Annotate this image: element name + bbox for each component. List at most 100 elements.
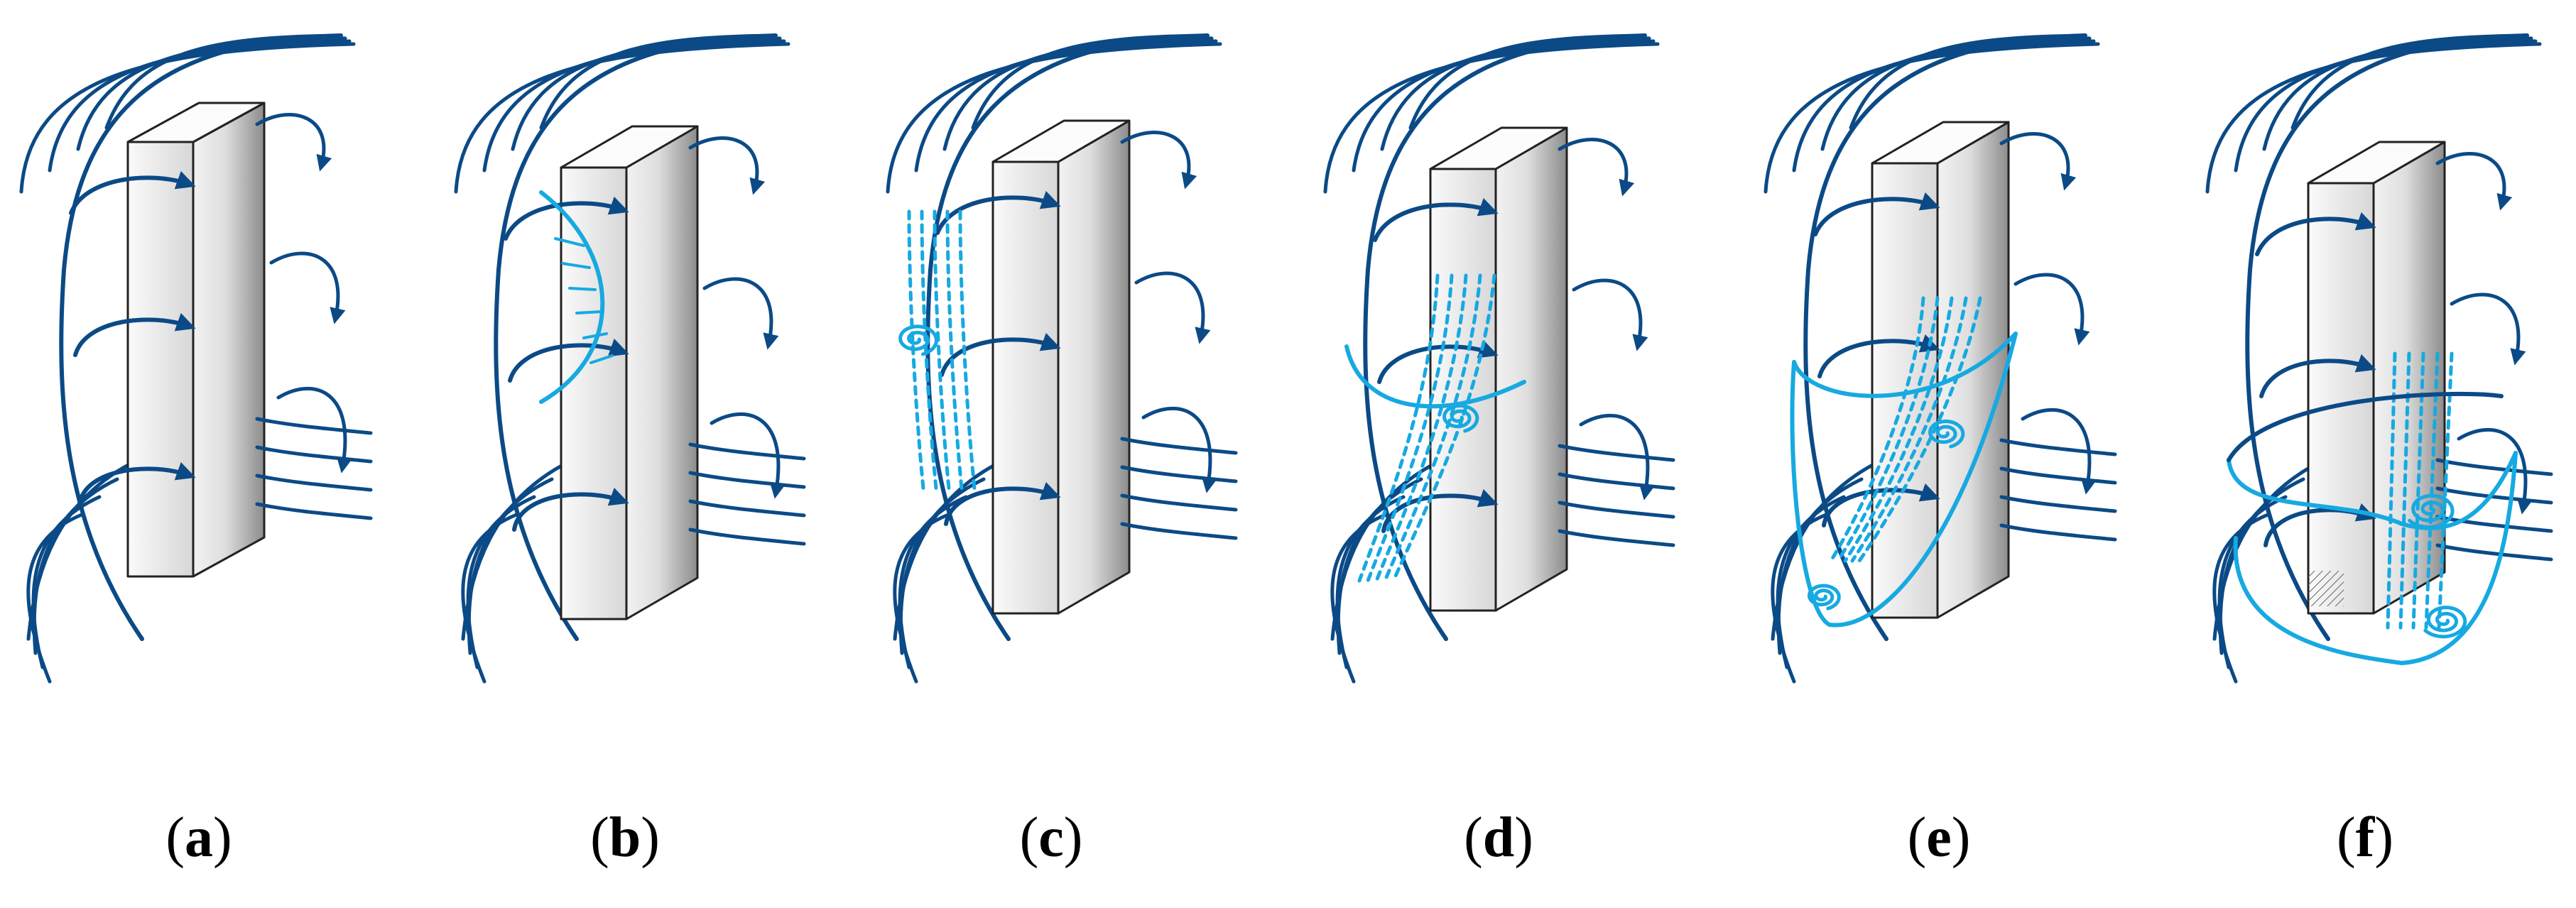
wake-curl-arrow <box>688 136 766 195</box>
panel-d <box>1323 33 1675 684</box>
ground-streamline <box>461 513 518 684</box>
vortex-filament <box>1850 296 1968 563</box>
leeward-streamline <box>255 502 373 520</box>
leeward-streamline <box>1999 466 2117 485</box>
ground-streamline <box>893 513 950 684</box>
leeward-streamline <box>1999 523 2117 542</box>
wake-curl-arrow <box>1141 407 1217 493</box>
building-roof <box>991 119 1131 163</box>
panel-e <box>1763 33 2117 684</box>
ground-streamline <box>1330 513 1388 684</box>
approach-flow-arrow <box>2255 212 2376 256</box>
wake-curl-arrow <box>1999 132 2077 191</box>
ground-corner-spiral <box>1807 584 1841 611</box>
leeward-streamline <box>255 474 373 492</box>
ground-streamline <box>32 477 119 655</box>
leeward-streamline <box>1558 529 1675 547</box>
wake-curl-arrow <box>255 113 332 172</box>
ground-streamline <box>467 477 554 655</box>
separation-hatch <box>582 332 608 339</box>
panel-label: a <box>185 806 213 869</box>
horseshoe-vortex-arc <box>1792 332 2018 398</box>
approach-flow-arrow <box>69 170 196 215</box>
approach-flow-arrow <box>512 487 629 532</box>
panel-caption-a: (a) <box>165 806 232 869</box>
leeward-streamline <box>1120 493 1238 512</box>
wake-curl-arrow <box>1558 138 1635 197</box>
vortex-filament <box>1391 273 1496 583</box>
windward-streamline <box>494 33 778 641</box>
ground-streamline <box>1771 513 1828 684</box>
approach-flow-arrow <box>1381 488 1499 533</box>
windward-streamline <box>59 33 343 641</box>
vortex-filament <box>2411 351 2425 630</box>
approach-flow-arrow <box>1813 192 1940 236</box>
top-streamline <box>2205 42 2542 194</box>
ground-streamline <box>26 513 84 684</box>
building-roof <box>560 125 699 169</box>
building-roof <box>126 102 266 143</box>
separation-hatch <box>554 237 585 247</box>
panel-caption-b: (b) <box>590 806 660 869</box>
building-side-face <box>2372 141 2446 615</box>
separation-hatch <box>575 310 602 314</box>
approach-flow-arrow <box>73 312 196 357</box>
building-front-face <box>2307 182 2375 615</box>
wake-curl-arrow <box>276 387 352 474</box>
leeward-streamline <box>255 417 373 435</box>
leeward-streamline <box>2435 543 2553 562</box>
leeward-streamline <box>688 442 806 461</box>
top-streamline <box>1763 42 2100 194</box>
wake-curl-arrow <box>2013 273 2090 346</box>
panel-b <box>454 33 806 684</box>
approach-flow-arrow <box>77 461 196 506</box>
leeward-streamline <box>688 499 806 518</box>
windward-streamline <box>925 33 1210 641</box>
wake-curl-arrow <box>710 412 786 499</box>
leeward-streamline <box>255 445 373 464</box>
leeward-streamline <box>2435 458 2553 476</box>
approach-flow-arrow <box>2259 354 2376 398</box>
vortex-filament <box>920 209 938 491</box>
wake-curl-arrow <box>1120 131 1197 190</box>
panel-a <box>19 33 373 684</box>
vortex-filament <box>2398 351 2411 630</box>
approach-flow-arrow <box>1377 339 1499 384</box>
windward-streamline <box>1803 33 2087 641</box>
corner-vortex-spiral <box>1928 419 1965 449</box>
panel-caption-c: (c) <box>1019 806 1083 869</box>
separation-hatch <box>568 287 597 291</box>
top-streamline <box>886 42 1222 194</box>
panel-label: b <box>609 806 641 869</box>
vortex-filament <box>1857 296 1982 563</box>
ground-streamline <box>898 477 986 655</box>
approach-flow-arrow <box>1373 197 1499 242</box>
leeward-streamline <box>1999 495 2117 513</box>
building-roof <box>1871 121 2010 165</box>
leeward-streamline <box>1558 444 1675 462</box>
wake-curl-arrow <box>1572 278 1648 351</box>
panel-caption-d: (d) <box>1464 806 1533 869</box>
separation-hatch <box>589 354 614 364</box>
approach-flow-arrow <box>1817 334 1940 378</box>
panel-caption-f: (f) <box>2337 806 2393 869</box>
building-front-face <box>1429 168 1497 612</box>
panel-caption-e: (e) <box>1907 806 1971 869</box>
wake-curl-arrow <box>2450 292 2526 366</box>
vortex-filament <box>1383 273 1482 583</box>
shed-vortex-spiral <box>898 324 938 356</box>
vortex-filament <box>1374 273 1468 583</box>
panel-c <box>886 33 1238 684</box>
lower-ground-vortex-spiral <box>2423 606 2467 639</box>
building-roof <box>1429 126 1568 170</box>
panel-label: f <box>2355 806 2375 869</box>
leeward-streamline <box>1999 438 2117 456</box>
building-roof <box>2307 141 2446 185</box>
building-side-face <box>1057 119 1131 615</box>
ground-streamline <box>2212 513 2270 684</box>
separation-bubble <box>539 190 605 404</box>
vortex-filament <box>1357 273 1440 583</box>
windward-streamline <box>2245 33 2529 641</box>
leeward-streamline <box>1558 501 1675 519</box>
vortex-envelope <box>1790 332 2018 628</box>
